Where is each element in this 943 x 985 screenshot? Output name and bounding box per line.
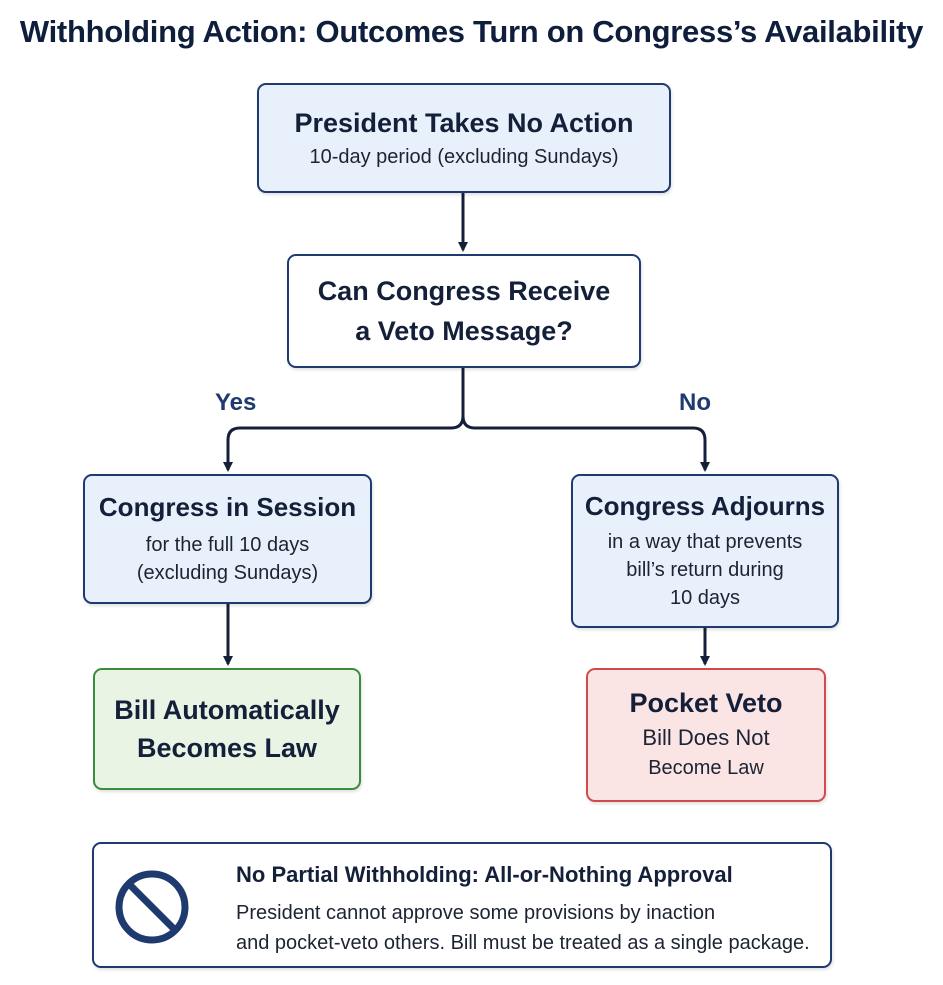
branch-label-no: No xyxy=(679,389,711,416)
pocket-veto-heading: Pocket Veto xyxy=(629,688,783,718)
decision-box: Can Congress Receive a Veto Message? xyxy=(287,254,641,368)
adjourns-heading: Congress Adjourns xyxy=(584,491,826,521)
prohibited-icon xyxy=(115,870,189,944)
adjourns-box: Congress Adjourns in a way that prevents… xyxy=(571,474,839,628)
decision-line-2: a Veto Message? xyxy=(355,316,573,346)
pocket-veto-line-1: Bill Does Not xyxy=(642,725,770,750)
in-session-heading: Congress in Session xyxy=(98,492,357,522)
start-box: President Takes No Action 10-day period … xyxy=(257,83,671,193)
start-subtext: 10-day period (excluding Sundays) xyxy=(309,145,619,168)
no-partial-withholding-note: No Partial Withholding: All-or-Nothing A… xyxy=(92,842,832,968)
start-heading: President Takes No Action xyxy=(294,107,634,138)
note-line-1: President cannot approve some provisions… xyxy=(236,902,716,924)
diagram-title: Withholding Action: Outcomes Turn on Con… xyxy=(19,14,924,49)
adjourns-line-2: bill’s return during xyxy=(626,559,784,581)
in-session-line-2: (excluding Sundays) xyxy=(136,562,319,584)
adjourns-line-1: in a way that prevents xyxy=(607,531,803,553)
note-heading: No Partial Withholding: All-or-Nothing A… xyxy=(236,862,733,887)
pocket-veto-line-2: Become Law xyxy=(648,757,764,779)
in-session-line-1: for the full 10 days xyxy=(145,534,310,556)
decision-line-1: Can Congress Receive xyxy=(317,276,611,306)
split-connector xyxy=(223,368,465,472)
note-line-2: and pocket-veto others. Bill must be tre… xyxy=(236,932,810,954)
branch-label-yes: Yes xyxy=(215,389,257,416)
becomes-law-line-2: Becomes Law xyxy=(136,733,318,763)
adjourns-line-3: 10 days xyxy=(669,587,741,609)
split-connector-right xyxy=(461,415,710,472)
in-session-box: Congress in Session for the full 10 days… xyxy=(83,474,372,604)
becomes-law-line-1: Bill Automatically xyxy=(114,695,340,725)
pocket-veto-box: Pocket Veto Bill Does Not Become Law xyxy=(586,668,826,802)
note-body: President cannot approve some provisions… xyxy=(236,898,810,958)
becomes-law-box: Bill Automatically Becomes Law xyxy=(93,668,361,790)
